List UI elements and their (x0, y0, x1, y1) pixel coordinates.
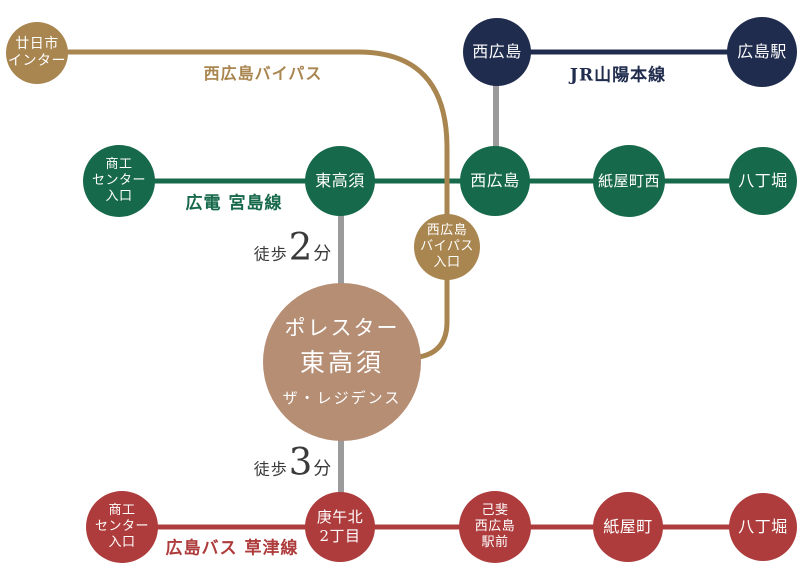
node-hd-higashitakasu: 東高須 (305, 146, 375, 216)
node-hd-hatchobori: 八丁堀 (729, 147, 797, 215)
label-jr-line: JR山陽本線 (569, 65, 667, 86)
property-subtitle: ザ・レジデンス (282, 389, 402, 408)
node-label: 己斐 西広島 駅前 (474, 502, 516, 551)
node-label: 西広島 バイパス 入口 (420, 222, 474, 271)
node-property-polestar-higashitakasu: ポレスター 東高須 ザ・レジデンス (263, 283, 421, 441)
node-label: 庚午北 2丁目 (316, 508, 364, 545)
node-bus-koi-nishihiroshima-ekimae: 己斐 西広島 駅前 (459, 491, 531, 563)
walk-time-2min: 徒歩 2 分 (254, 226, 333, 269)
nishihiroshima-bypass-line (40, 49, 450, 360)
node-label: 広島駅 (737, 42, 787, 61)
walk-suffix: 分 (313, 243, 333, 265)
node-label: 東高須 (315, 171, 365, 190)
node-label: 八丁堀 (738, 171, 788, 190)
walk-prefix: 徒歩 (253, 244, 288, 264)
node-bypass-entrance: 西広島 バイパス 入口 (414, 214, 480, 280)
node-bus-shoko-center-iriguchi: 商工 センター 入口 (86, 491, 158, 563)
node-hd-kamiyacho-nishi: 紙屋町西 (593, 145, 665, 217)
node-label: 商工 センター 入口 (94, 502, 149, 551)
walk-minutes: 3 (288, 440, 313, 484)
walk-time-3min: 徒歩 3 分 (254, 441, 333, 484)
node-jr-hiroshima-station: 広島駅 (727, 17, 797, 87)
node-label: 西広島 (472, 42, 522, 61)
label-bypass-line: 西広島バイパス (203, 64, 323, 83)
node-jr-nishihiroshima: 西広島 (463, 18, 531, 86)
node-label: 紙屋町西 (597, 171, 660, 190)
node-hatsukaichi-interchange: 廿日市 インター (6, 22, 68, 84)
walk-minutes: 2 (288, 225, 313, 269)
node-label: 八丁堀 (738, 517, 788, 536)
label-hiroden-line: 広電 宮島線 (185, 193, 283, 214)
property-name-line1: ポレスター (284, 316, 400, 341)
node-label: 商工 センター 入口 (91, 156, 146, 205)
node-bus-hatchobori: 八丁堀 (729, 493, 797, 561)
node-bus-kogo-kita-2chome: 庚午北 2丁目 (305, 492, 375, 562)
label-bus-line: 広島バス 草津線 (165, 538, 299, 559)
node-hd-nishihiroshima: 西広島 (460, 146, 530, 216)
walk-suffix: 分 (313, 458, 333, 480)
property-name-line2: 東高須 (299, 347, 384, 377)
node-label: 紙屋町 (603, 517, 653, 536)
walk-prefix: 徒歩 (253, 459, 288, 479)
node-bus-kamiyacho: 紙屋町 (593, 492, 663, 562)
node-hd-shoko-center-iriguchi: 商工 センター 入口 (83, 145, 155, 217)
node-label: 廿日市 インター (8, 35, 66, 70)
node-label: 西広島 (470, 171, 520, 190)
